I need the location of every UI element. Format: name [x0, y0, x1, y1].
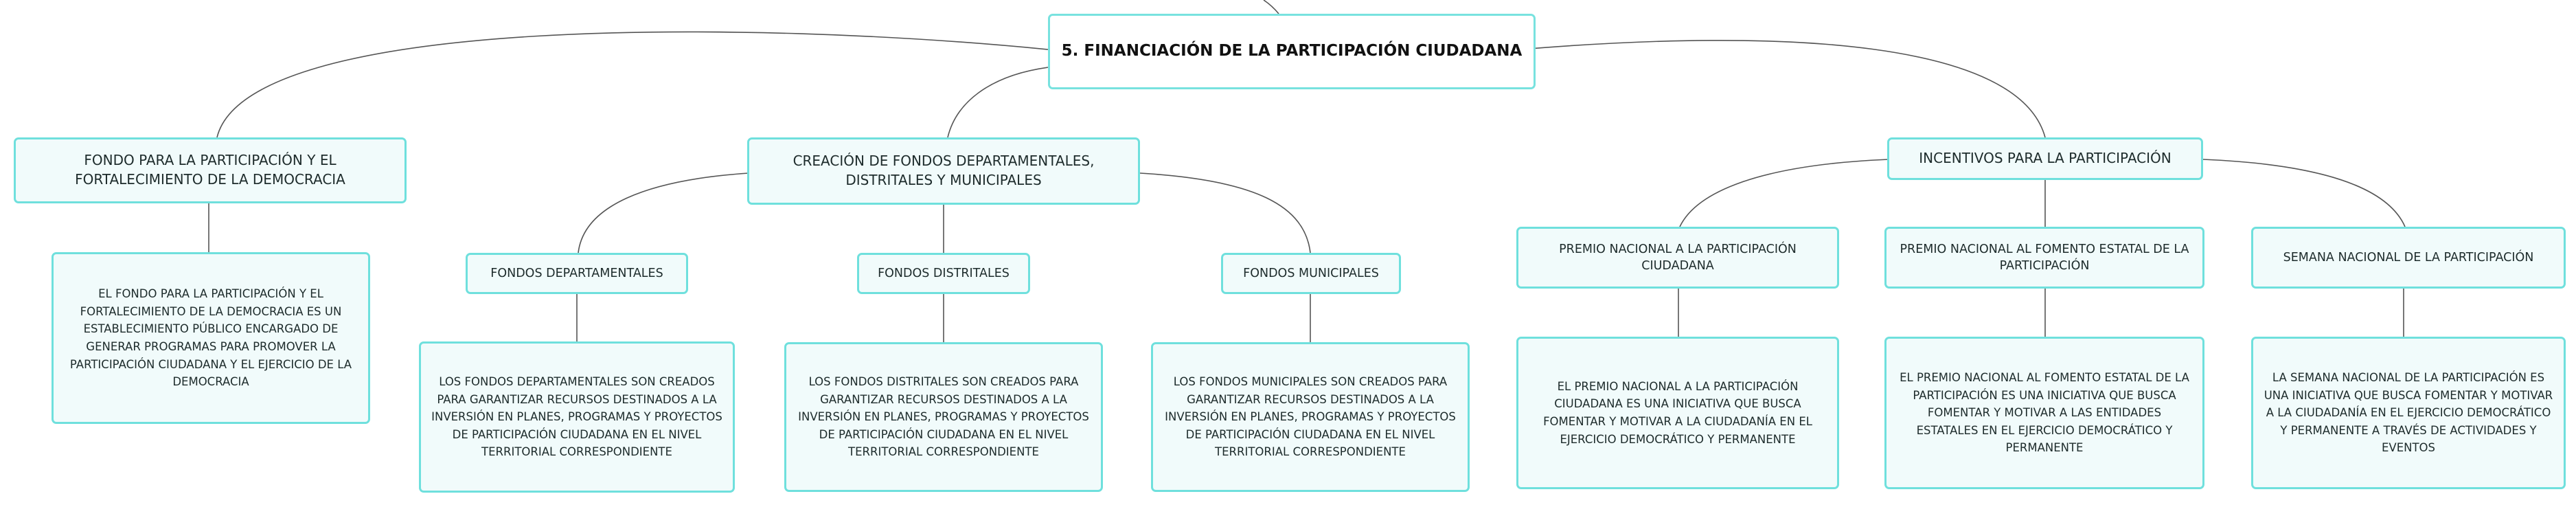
desc-departamentales[interactable]: LOS FONDOS DEPARTAMENTALES SON CREADOS P…	[419, 341, 735, 493]
topic-municipales-label: FONDOS MUNICIPALES	[1243, 266, 1379, 280]
topic-premio-ciudadana-label: PREMIO NACIONAL A LA PARTICIPACIÓN CIUDA…	[1559, 242, 1797, 273]
desc-premio-ciudadana-text: EL PREMIO NACIONAL A LA PARTICIPACIÓN CI…	[1543, 379, 1812, 446]
topic-distritales-label: FONDOS DISTRITALES	[878, 266, 1010, 280]
topic-municipales[interactable]: FONDOS MUNICIPALES	[1221, 253, 1401, 294]
connector-root-incentivos	[1520, 39, 2046, 138]
connector-creacion-municipales	[1139, 172, 1311, 254]
topic-semana[interactable]: SEMANA NACIONAL DE LA PARTICIPACIÓN	[2251, 227, 2566, 289]
connector-incentivos-semana	[2202, 159, 2406, 227]
desc-premio-estatal-text: EL PREMIO NACIONAL AL FOMENTO ESTATAL DE…	[1900, 371, 2189, 455]
desc-distritales-text: LOS FONDOS DISTRITALES SON CREADOS PARA …	[798, 375, 1089, 459]
connector-root-creacion	[947, 67, 1049, 138]
topic-departamentales[interactable]: FONDOS DEPARTAMENTALES	[466, 253, 688, 294]
topic-fondo-label: FONDO PARA LA PARTICIPACIÓN Y EL FORTALE…	[75, 152, 345, 188]
topic-premio-estatal[interactable]: PREMIO NACIONAL AL FOMENTO ESTATAL DE LA…	[1884, 227, 2204, 289]
root-topic-label: 5. FINANCIACIÓN DE LA PARTICIPACIÓN CIUD…	[1061, 42, 1523, 60]
topic-distritales[interactable]: FONDOS DISTRITALES	[857, 253, 1030, 294]
connector-creacion-departamentales	[578, 172, 749, 254]
topic-incentivos-label: INCENTIVOS PARA LA PARTICIPACIÓN	[1919, 150, 2172, 167]
desc-semana[interactable]: LA SEMANA NACIONAL DE LA PARTICIPACIÓN E…	[2251, 337, 2566, 489]
desc-fondo-text: EL FONDO PARA LA PARTICIPACIÓN Y EL FORT…	[69, 287, 352, 389]
topic-departamentales-label: FONDOS DEPARTAMENTALES	[490, 266, 663, 280]
topic-creacion[interactable]: CREACIÓN DE FONDOS DEPARTAMENTALES, DIST…	[747, 137, 1140, 205]
desc-premio-ciudadana[interactable]: EL PREMIO NACIONAL A LA PARTICIPACIÓN CI…	[1516, 337, 1839, 489]
desc-distritales[interactable]: LOS FONDOS DISTRITALES SON CREADOS PARA …	[784, 342, 1103, 492]
desc-municipales[interactable]: LOS FONDOS MUNICIPALES SON CREADOS PARA …	[1151, 342, 1470, 492]
topic-semana-label: SEMANA NACIONAL DE LA PARTICIPACIÓN	[2283, 250, 2534, 265]
topic-incentivos[interactable]: INCENTIVOS PARA LA PARTICIPACIÓN	[1887, 137, 2203, 180]
connector-incentivos-premio-ciudadana	[1679, 159, 1889, 227]
topic-fondo[interactable]: FONDO PARA LA PARTICIPACIÓN Y EL FORTALE…	[14, 137, 407, 203]
desc-municipales-text: LOS FONDOS MUNICIPALES SON CREADOS PARA …	[1165, 375, 1456, 459]
desc-semana-text: LA SEMANA NACIONAL DE LA PARTICIPACIÓN E…	[2264, 371, 2553, 455]
connector-root-fondo	[216, 31, 1049, 138]
root-topic[interactable]: 5. FINANCIACIÓN DE LA PARTICIPACIÓN CIUD…	[1048, 14, 1536, 89]
desc-departamentales-text: LOS FONDOS DEPARTAMENTALES SON CREADOS P…	[431, 375, 722, 459]
topic-premio-ciudadana[interactable]: PREMIO NACIONAL A LA PARTICIPACIÓN CIUDA…	[1516, 227, 1839, 289]
desc-fondo[interactable]: EL FONDO PARA LA PARTICIPACIÓN Y EL FORT…	[52, 252, 370, 424]
topic-creacion-label: CREACIÓN DE FONDOS DEPARTAMENTALES, DIST…	[793, 153, 1095, 188]
connector-parent	[1263, 0, 1279, 14]
topic-premio-estatal-label: PREMIO NACIONAL AL FOMENTO ESTATAL DE LA…	[1900, 242, 2189, 273]
desc-premio-estatal[interactable]: EL PREMIO NACIONAL AL FOMENTO ESTATAL DE…	[1884, 337, 2204, 489]
